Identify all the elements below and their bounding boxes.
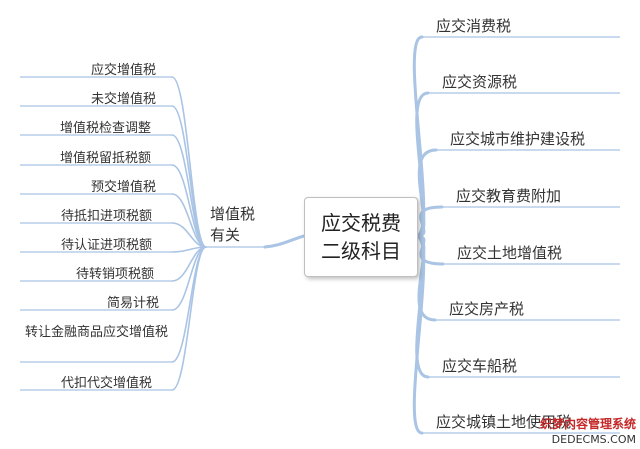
left-item-branch: [171, 105, 207, 248]
watermark-line1: 织梦内容管理系统: [539, 417, 636, 431]
right-branch-item: 应交车船税: [442, 357, 518, 375]
right-branch-item: 应交房产税: [449, 300, 525, 318]
right-item-branch: [414, 148, 438, 238]
right-branch-item: 应交城镇土地使用税: [436, 413, 572, 431]
left-item-branch: [171, 134, 207, 248]
central-topic: 应交税费 二级科目: [304, 197, 418, 277]
vat-related-line2: 有关: [210, 226, 241, 244]
right-item-branch: [414, 205, 444, 238]
left-branch-item: 增值税留抵税额: [60, 151, 152, 166]
left-branch-item: 转让金融商品应交增值税: [25, 325, 169, 340]
left-item-branch: [171, 246, 207, 391]
left-branch-item: 应交增值税: [91, 63, 157, 78]
right-branch-item: 应交资源税: [442, 73, 518, 91]
left-item-branch: [171, 246, 207, 311]
left-branch-item: 预交增值税: [91, 180, 157, 195]
right-item-branch: [412, 234, 426, 435]
left-branch-item: 待转销项税额: [76, 267, 155, 282]
left-branch-item: 待认证进项税额: [61, 238, 153, 253]
center-to-vat-branch: [263, 234, 306, 249]
right-branch-item: 应交教育费附加: [456, 187, 562, 205]
left-branch-item: 增值税检查调整: [60, 121, 152, 136]
left-branch-item: 未交增值税: [91, 92, 157, 107]
left-item-branch: [171, 222, 207, 248]
right-branch-item: 应交消费税: [436, 17, 512, 35]
right-branch-item: 应交城市维护建设税: [450, 130, 586, 148]
left-branch-item: 简易计税: [107, 296, 160, 311]
central-topic-line1: 应交税费: [321, 211, 401, 235]
vat-related-line1: 增值税: [210, 205, 256, 223]
left-branch-item: 待抵扣进项税额: [61, 209, 153, 224]
left-item-branch: [171, 76, 207, 248]
left-item-branch: [171, 164, 207, 248]
vat-related-topic: 增值税 有关: [210, 204, 255, 246]
central-topic-line2: 二级科目: [321, 239, 401, 263]
watermark-url: DEDECMS.COM: [551, 433, 636, 446]
right-branch-item: 应交土地增值税: [457, 244, 563, 262]
left-branch-item: 代扣代交增值税: [61, 376, 153, 391]
watermark: 织梦内容管理系统 DEDECMS.COM: [540, 417, 636, 447]
